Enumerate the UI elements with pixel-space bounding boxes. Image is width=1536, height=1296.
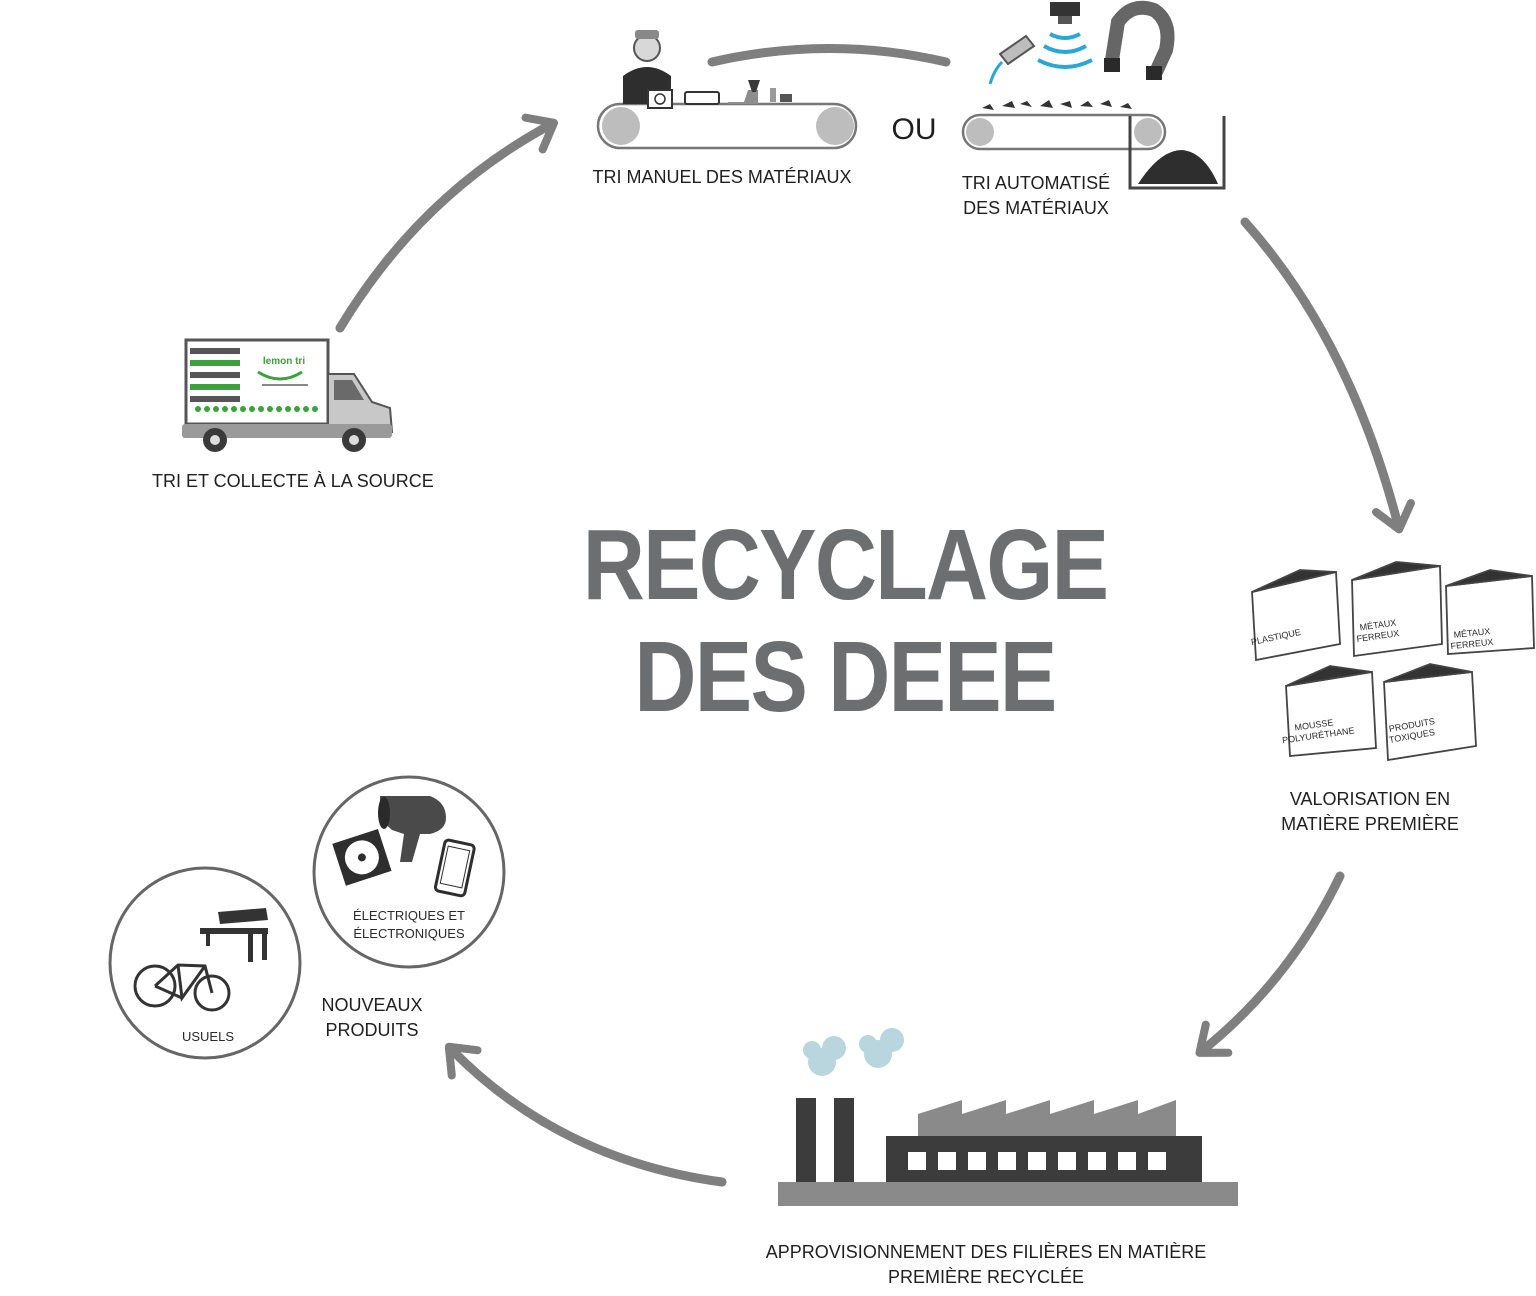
bag-plastique — [1251, 569, 1341, 662]
label-tri-manuel: TRI MANUEL DES MATÉRIAUX — [592, 167, 852, 187]
label-ou: OU — [891, 113, 937, 146]
diagram-title-line1: RECYCLAGE — [582, 509, 1109, 621]
automated-sorting-icon — [961, 0, 1226, 190]
bench-icon — [200, 908, 268, 962]
label-collecte: TRI ET COLLECTE À LA SOURCE — [152, 471, 434, 491]
label-approvisionnement-line2: PREMIÈRE RECYCLÉE — [887, 1267, 1085, 1287]
arrow-tri-to-valorisation — [1240, 217, 1415, 534]
label-nouveaux-line2: PRODUITS — [325, 1020, 419, 1040]
bag-metaux-2 — [1445, 569, 1535, 655]
label-electriques-line1: ÉLECTRIQUES ET — [353, 908, 465, 923]
bag-mousse — [1285, 665, 1377, 757]
label-electriques-line2: ÉLECTRONIQUES — [353, 926, 465, 941]
smartphone-icon — [433, 838, 476, 898]
arrow-usine-to-produits — [444, 1042, 727, 1187]
bag-metaux-1 — [1351, 561, 1443, 658]
label-valorisation-line1: VALORISATION EN — [1289, 789, 1451, 809]
cycle-arrows — [335, 44, 1415, 1187]
big-bags-icon — [1251, 561, 1535, 762]
bag-toxiques — [1383, 663, 1477, 762]
arrow-collecte-to-tri — [335, 113, 559, 333]
cd-case-icon — [332, 829, 392, 886]
label-nouveaux-line1: NOUVEAUX — [321, 995, 423, 1015]
label-valorisation-line2: MATIÈRE PREMIÈRE — [1281, 814, 1459, 834]
arrow-valorisation-to-usine — [1195, 871, 1345, 1057]
collection-truck-icon — [182, 338, 394, 452]
arrow-tri-manuel-to-auto — [707, 44, 951, 67]
product-circle-electriques — [312, 775, 506, 969]
bicycle-icon — [133, 963, 231, 1012]
factory-icon — [778, 1028, 1238, 1206]
label-tri-auto-line1: TRI AUTOMATISÉ — [961, 173, 1111, 193]
manual-sorting-icon — [596, 30, 858, 150]
label-usuels: USUELS — [181, 1029, 235, 1044]
hairdryer-icon — [380, 796, 446, 862]
diagram-title-line2: DES DEEE — [634, 621, 1057, 733]
truck-brand-logo: lemon tri — [262, 356, 306, 367]
label-approvisionnement-line1: APPROVISIONNEMENT DES FILIÈRES EN MATIÈR… — [765, 1242, 1207, 1262]
product-circle-usuels — [108, 866, 302, 1060]
label-tri-auto-line2: DES MATÉRIAUX — [963, 198, 1109, 218]
